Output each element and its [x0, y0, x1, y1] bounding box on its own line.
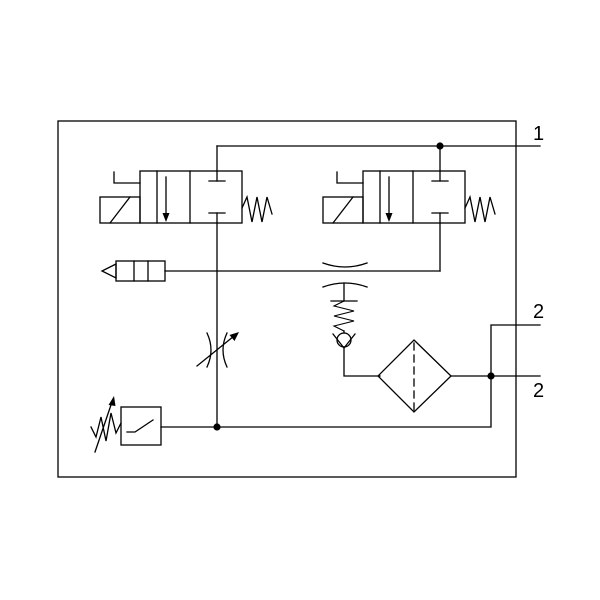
blocked-port-icon: [208, 170, 226, 224]
pressure-switch: [90, 396, 218, 453]
filter: [377, 339, 452, 413]
solenoid-actuator-icon: [322, 171, 364, 224]
enclosure-frame: [57, 120, 517, 478]
flow-arrow-icon: [162, 176, 170, 222]
blocked-port-icon: [431, 170, 449, 224]
port-2-upper-label: 2: [533, 301, 544, 323]
check-ball-icon: [336, 332, 352, 348]
flow-arrow-icon: [385, 176, 393, 222]
adjustable-spring-icon: [90, 412, 122, 442]
silencer: [100, 222, 441, 282]
solenoid-actuator-icon: [99, 171, 141, 224]
port-1-label: 1: [533, 123, 544, 145]
return-spring-icon: [464, 194, 496, 223]
exhaust-arrow-icon: [100, 262, 117, 280]
check-seat-icon: [332, 333, 356, 350]
solenoid-valve-1: [99, 170, 273, 224]
solenoid-valve-2: [322, 170, 496, 224]
supply-line: [216, 142, 541, 172]
outlet-lines: [216, 324, 541, 428]
return-spring-icon: [241, 194, 273, 223]
port-2-lower-label: 2: [533, 380, 544, 402]
switch-contact-icon: [126, 419, 154, 433]
fixed-restrictor-icon: [322, 262, 368, 288]
spring-icon: [332, 300, 355, 332]
adjust-arrow-icon: [196, 335, 235, 367]
adjustable-throttle: [196, 222, 239, 431]
check-valve: [330, 282, 381, 377]
